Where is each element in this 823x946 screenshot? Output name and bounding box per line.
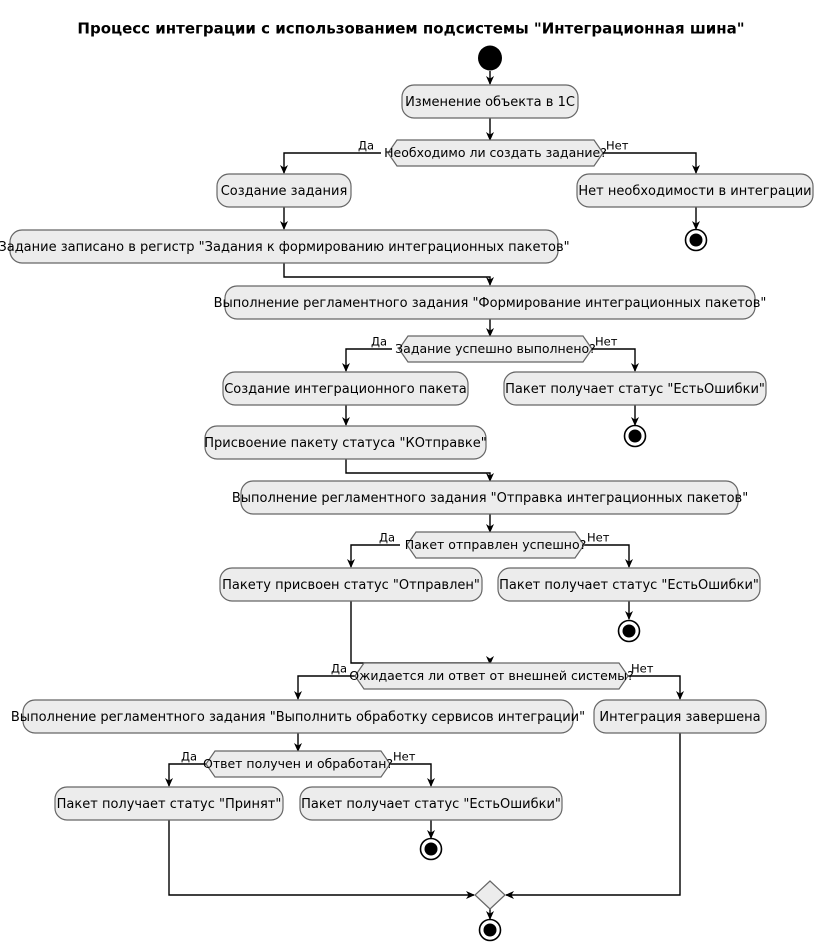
guard-d5-no: Нет	[393, 750, 416, 764]
activity-label-a6: Создание интеграционного пакета	[224, 382, 467, 397]
edge-d4-yes-to-a12	[294, 675, 355, 700]
edge-d4-no-to-a13	[626, 675, 684, 700]
decision-label-d1: Необходимо ли создать задание?	[384, 145, 607, 160]
edge-a4-to-a5	[283, 263, 494, 286]
edge-d2-no-to-a7	[590, 348, 639, 372]
activity-node-a15[interactable]: Пакет получает статус "ЕстьОшибки"	[299, 786, 563, 821]
guard-d3-yes: Да	[379, 531, 395, 545]
guard-d4-yes: Да	[331, 662, 347, 676]
edge-d3-no-to-a11	[581, 544, 633, 568]
activity-label-a9: Выполнение регламентного задания "Отправ…	[232, 491, 748, 506]
activity-label-a14: Пакет получает статус "Принят"	[57, 797, 282, 812]
activity-node-a10[interactable]: Пакету присвоен статус "Отправлен"	[219, 567, 483, 602]
activity-label-a15: Пакет получает статус "ЕстьОшибки"	[301, 797, 561, 812]
guard-d2-no: Нет	[595, 335, 618, 349]
edge-d5-yes-to-a14	[165, 763, 206, 787]
edge-d2-yes-to-a6	[342, 348, 392, 372]
decision-node-d1[interactable]: Необходимо ли создать задание?	[384, 139, 607, 167]
decision-node-d3[interactable]: Пакет отправлен успешно?	[405, 531, 586, 559]
activity-node-a9[interactable]: Выполнение регламентного задания "Отправ…	[232, 480, 748, 515]
activity-node-a12[interactable]: Выполнение регламентного задания "Выполн…	[11, 699, 585, 734]
activity-node-a5[interactable]: Выполнение регламентного задания "Формир…	[214, 285, 767, 320]
guard-d5-yes: Да	[181, 750, 197, 764]
activity-node-a6[interactable]: Создание интеграционного пакета	[222, 371, 469, 406]
guard-d1-no: Нет	[606, 139, 629, 153]
decision-label-d4: Ожидается ли ответ от внешней системы?	[349, 668, 634, 683]
edge-a10-to-d4	[350, 601, 494, 665]
activity-node-a14[interactable]: Пакет получает статус "Принят"	[54, 786, 284, 821]
activity-node-a11[interactable]: Пакет получает статус "ЕстьОшибки"	[497, 567, 761, 602]
edge-a14-to-merge	[168, 820, 475, 899]
activity-label-a1: Изменение объекта в 1С	[405, 95, 575, 110]
decision-node-d2[interactable]: Задание успешно выполнено?	[395, 335, 596, 363]
decision-label-d3: Пакет отправлен успешно?	[405, 537, 586, 552]
final-node-e4	[419, 837, 443, 861]
page-title: Процесс интеграции с использованием подс…	[77, 20, 744, 38]
activity-label-a7: Пакет получает статус "ЕстьОшибки"	[505, 382, 765, 397]
activity-label-a12: Выполнение регламентного задания "Выполн…	[11, 710, 585, 725]
edge-d1-yes-to-a2	[280, 152, 381, 174]
edge-a13-to-merge	[505, 733, 681, 899]
activity-label-a5: Выполнение регламентного задания "Формир…	[214, 296, 767, 311]
activity-node-a2[interactable]: Создание задания	[216, 173, 352, 208]
guard-d3-no: Нет	[587, 531, 610, 545]
activity-node-a1[interactable]: Изменение объекта в 1С	[401, 84, 579, 119]
activity-label-a2: Создание задания	[221, 184, 348, 199]
activity-node-a13[interactable]: Интеграция завершена	[593, 699, 767, 734]
initial-node	[478, 45, 502, 71]
edge-d3-yes-to-a10	[347, 544, 400, 568]
activity-node-a3[interactable]: Нет необходимости в интеграции	[576, 173, 814, 208]
final-node-e5	[478, 918, 502, 942]
activity-label-a3: Нет необходимости в интеграции	[578, 184, 811, 199]
edge-a8-to-a9	[345, 459, 494, 482]
final-node-e2	[623, 424, 647, 448]
guard-d2-yes: Да	[371, 335, 387, 349]
decision-label-d5: Ответ получен и обработан?	[203, 756, 393, 771]
activity-label-a8: Присвоение пакету статуса "КОтправке"	[204, 436, 486, 451]
activity-label-a10: Пакету присвоен статус "Отправлен"	[222, 578, 480, 593]
activity-node-a7[interactable]: Пакет получает статус "ЕстьОшибки"	[503, 371, 767, 406]
activity-node-a4[interactable]: Задание записано в регистр "Задания к фо…	[0, 229, 570, 264]
activity-label-a13: Интеграция завершена	[599, 710, 760, 725]
guard-d4-no: Нет	[631, 662, 654, 676]
activity-label-a11: Пакет получает статус "ЕстьОшибки"	[499, 578, 759, 593]
activity-label-a4: Задание записано в регистр "Задания к фо…	[0, 240, 570, 255]
guard-d1-yes: Да	[358, 139, 374, 153]
final-node-e1	[684, 228, 708, 252]
decision-node-d5[interactable]: Ответ получен и обработан?	[203, 750, 393, 778]
decision-node-d4[interactable]: Ожидается ли ответ от внешней системы?	[349, 662, 634, 690]
edge-d5-no-to-a15	[390, 763, 435, 787]
decision-label-d2: Задание успешно выполнено?	[395, 341, 596, 356]
merge-node	[474, 880, 506, 910]
final-node-e3	[617, 619, 641, 643]
activity-node-a8[interactable]: Присвоение пакету статуса "КОтправке"	[204, 425, 487, 460]
edge-d1-no-to-a3	[601, 152, 700, 174]
